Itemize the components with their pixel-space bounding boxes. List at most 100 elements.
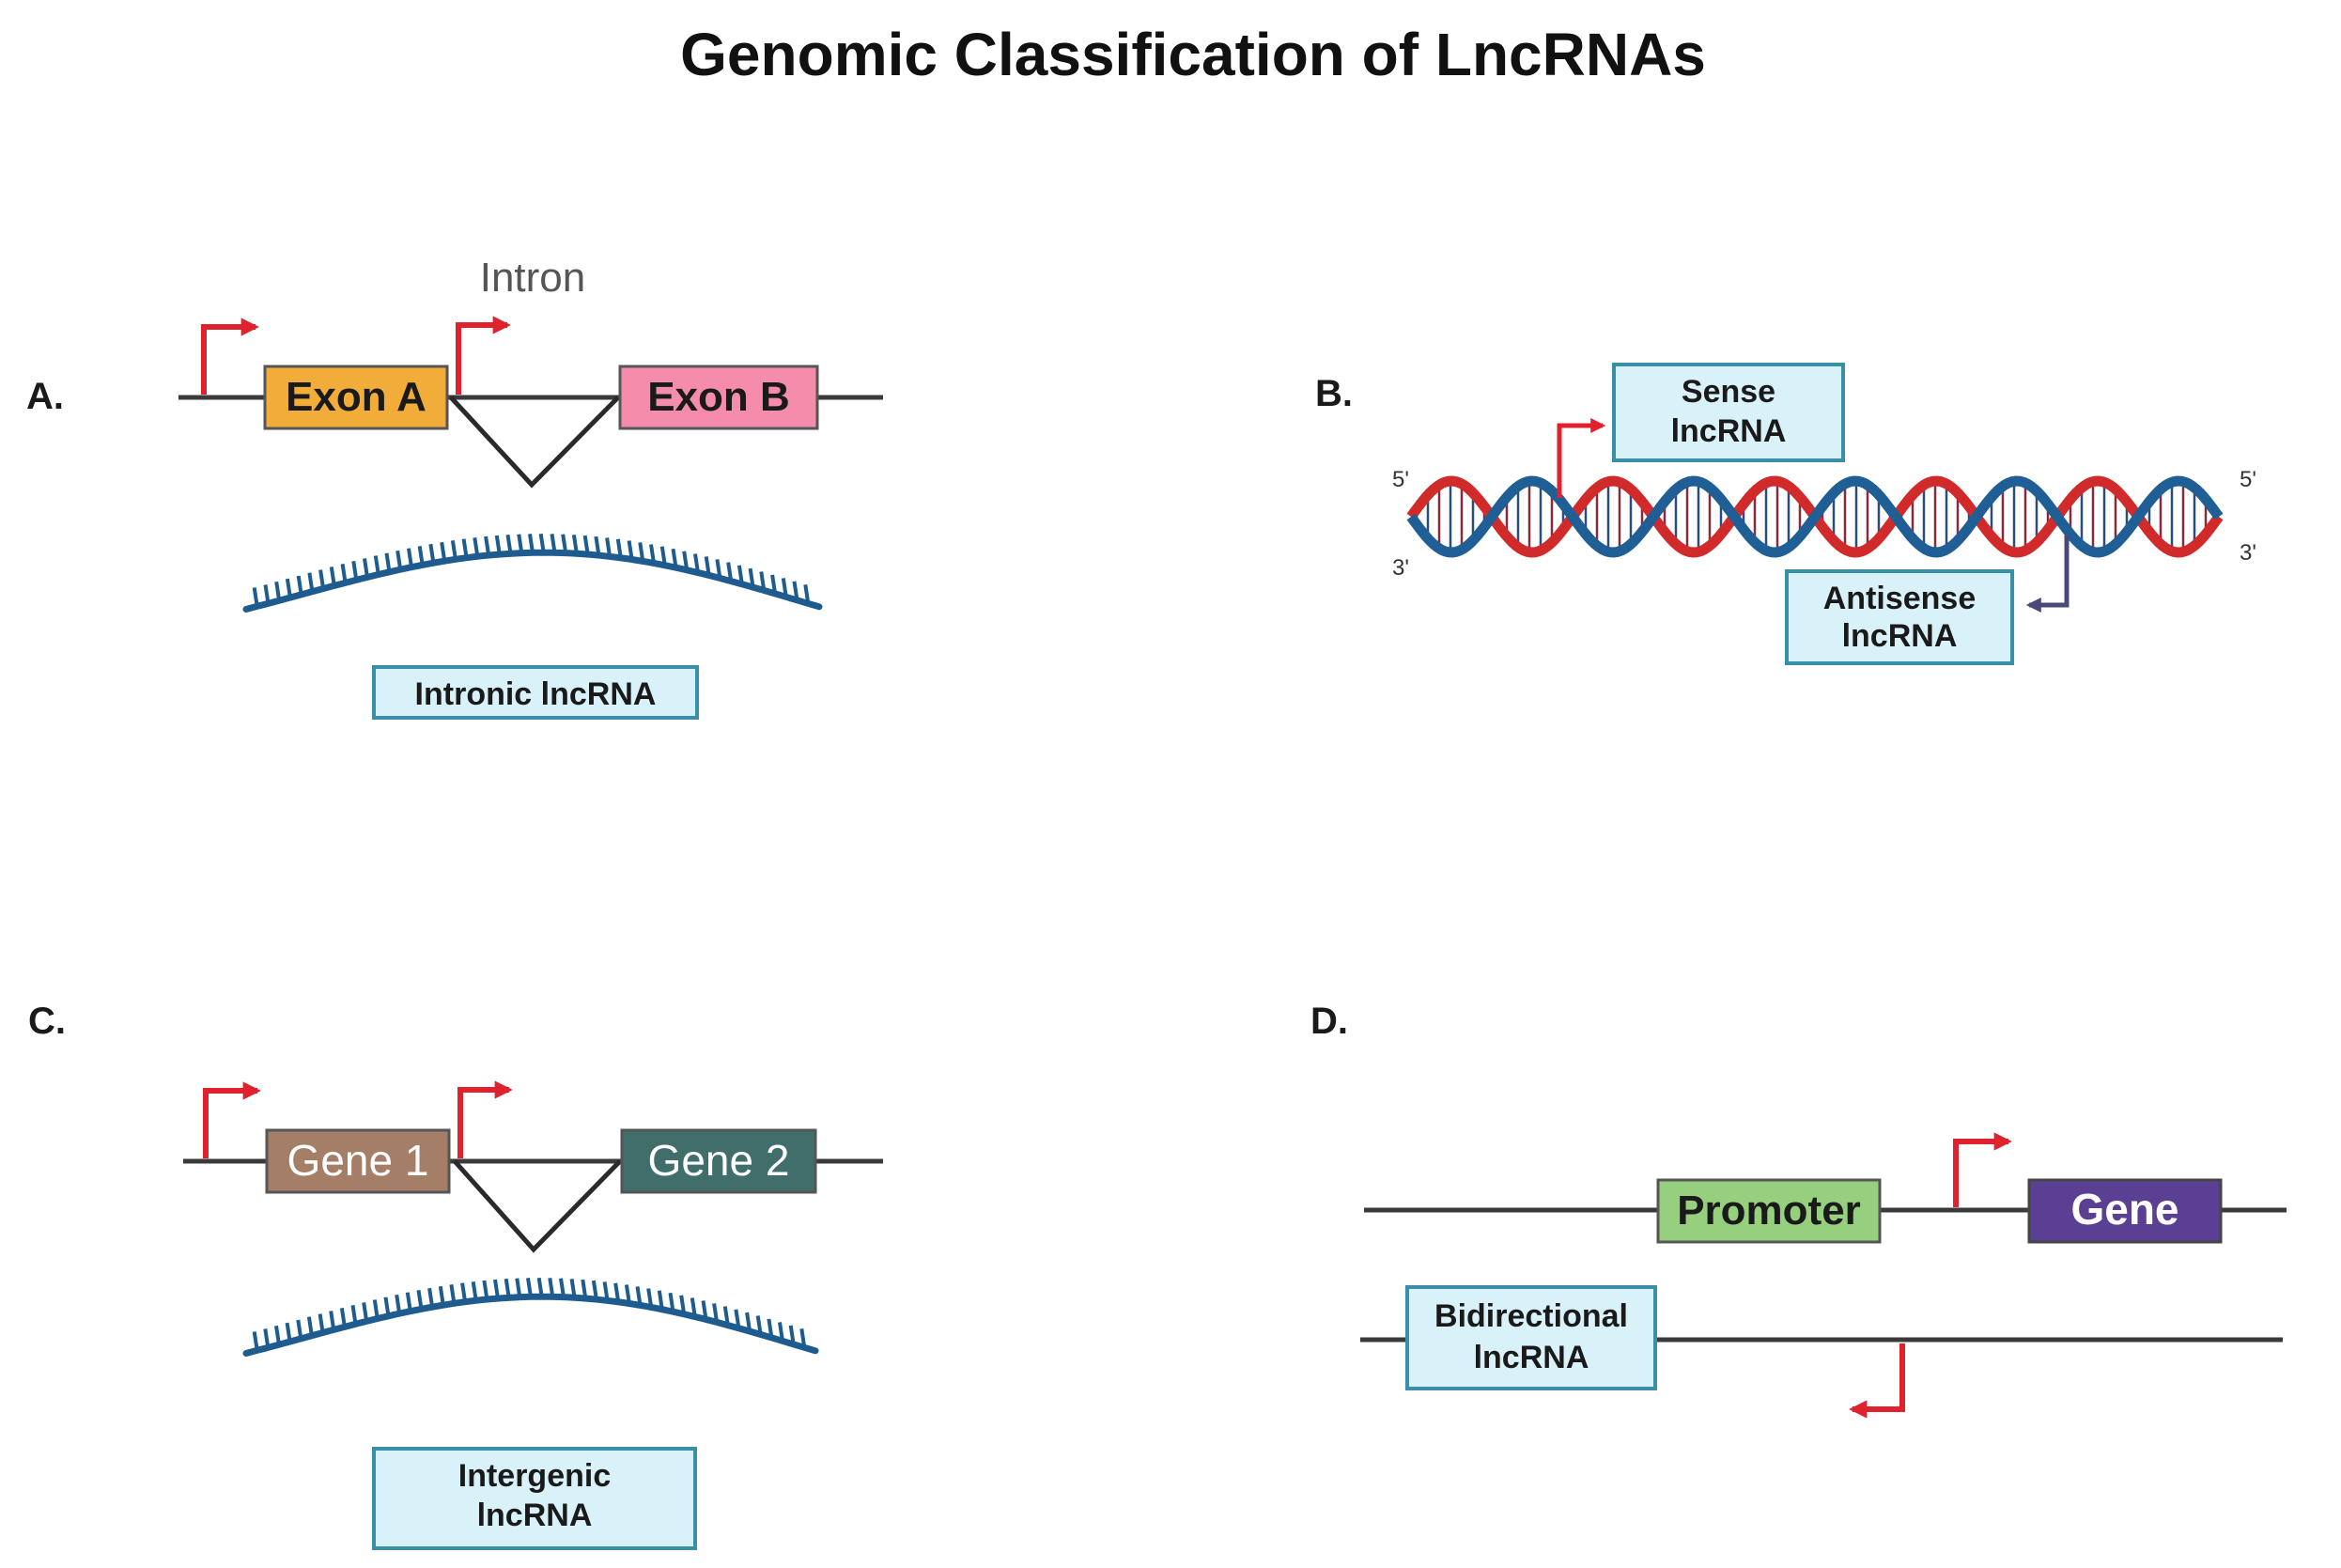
rna-base-tick — [792, 581, 799, 601]
rna-base-tick — [263, 584, 271, 604]
rna-base-tick — [591, 1280, 598, 1300]
rna-base-tick — [318, 1313, 325, 1333]
rna-base-tick — [274, 581, 282, 601]
rna-base-tick — [296, 1319, 303, 1340]
dna-left-5prime: 5' — [1392, 467, 1409, 492]
panel-c-tss-arrow-1 — [203, 1081, 261, 1158]
rna-base-tick — [682, 551, 690, 571]
rna-base-tick — [484, 536, 491, 556]
intergenic-lncrna-box — [372, 1447, 697, 1550]
promoter-box — [1656, 1178, 1882, 1244]
panel-d-letter: D. — [1310, 1001, 1348, 1042]
rna-base-tick — [638, 542, 645, 562]
rna-base-tick — [351, 561, 359, 581]
rna-base-tick — [318, 569, 326, 589]
gene-label: Gene — [2070, 1185, 2178, 1234]
rna-base-tick — [504, 1278, 511, 1298]
rna-base-tick — [759, 571, 767, 591]
gene-tss-arrow — [1953, 1132, 2012, 1207]
panel-d: D. Promoter Gene Bidirectional lncRNA — [1310, 1001, 2287, 1419]
rna-base-tick — [668, 1292, 675, 1312]
rna-base-tick — [363, 558, 369, 578]
rna-base-tick — [405, 1292, 412, 1312]
panel-c-tss-arrow-2 — [457, 1080, 513, 1158]
rna-base-tick — [778, 1322, 784, 1342]
rna-base-tick — [440, 541, 447, 562]
rna-base-tick — [494, 535, 502, 555]
rna-base-tick — [602, 1281, 610, 1301]
rna-base-tick — [538, 533, 546, 553]
intergenic-lncrna-line2: lncRNA — [477, 1498, 593, 1533]
rna-base-tick — [252, 587, 259, 607]
rna-base-tick — [701, 1300, 708, 1320]
rna-base-tick — [715, 559, 722, 579]
exon-b-label: Exon B — [647, 374, 790, 420]
rna-base-tick — [799, 1328, 807, 1348]
rna-base-tick — [624, 1284, 631, 1304]
rna-base-tick — [657, 1290, 664, 1310]
rna-base-tick — [252, 1331, 259, 1351]
rna-base-tick — [373, 555, 380, 575]
rna-base-tick — [395, 550, 403, 570]
rna-base-tick — [285, 1322, 292, 1343]
bidirectional-lncrna-line1: Bidirectional — [1434, 1298, 1628, 1334]
panel-b: B. 5' 3' 5' 3' Sense lncRNA Antisense ln… — [1315, 363, 2256, 665]
intronic-lncrna-box — [372, 665, 699, 720]
rna-base-tick — [350, 1305, 358, 1325]
rna-base-tick — [383, 1296, 391, 1317]
rna-base-tick — [460, 1282, 468, 1302]
panel-c-letter: C. — [28, 1001, 66, 1042]
rna-base-tick — [427, 1287, 435, 1308]
rna-base-tick — [384, 552, 392, 573]
panel-a-letter: A. — [26, 376, 64, 417]
antisense-lncrna-box — [1785, 569, 2014, 665]
rna-base-tick — [461, 538, 469, 558]
gene-1-label: Gene 1 — [287, 1136, 429, 1185]
rna-base-tick — [722, 1306, 730, 1326]
bidirectional-lncrna-box — [1405, 1285, 1657, 1390]
rna-base-tick — [340, 564, 348, 583]
rna-base-tick — [362, 1302, 369, 1322]
antisense-tss-arrow — [2025, 536, 2070, 613]
rna-base-tick — [734, 1309, 741, 1329]
rna-base-tick — [285, 578, 292, 598]
rna-base-tick — [613, 1282, 621, 1303]
rna-base-tick — [671, 548, 678, 568]
rna-base-tick — [449, 1284, 457, 1304]
rna-base-tick — [329, 1311, 336, 1330]
sense-lncrna-box — [1612, 363, 1845, 462]
intron-label: Intron — [480, 255, 586, 301]
intronic-rna-strand — [242, 533, 823, 613]
rna-base-tick — [306, 1316, 314, 1336]
dna-right-5prime: 5' — [2240, 467, 2256, 492]
promoter-label: Promoter — [1677, 1188, 1861, 1234]
rna-base-tick — [438, 1285, 445, 1306]
sense-lncrna-line1: Sense — [1682, 374, 1775, 410]
rna-base-tick — [416, 1290, 424, 1310]
sense-lncrna-line2: lncRNA — [1671, 413, 1787, 449]
panel-a-splice-line — [449, 396, 620, 489]
rna-base-tick — [473, 537, 480, 557]
panel-a: A. Exon A Exon B Intron Intronic lncRNA — [26, 255, 883, 720]
rna-base-tick — [263, 1328, 271, 1348]
rna-base-tick — [395, 1294, 402, 1314]
rna-base-tick — [690, 1297, 697, 1317]
gene-box — [2027, 1178, 2223, 1244]
exon-b-box — [618, 365, 819, 430]
rna-base-tick — [517, 534, 524, 553]
diagram-title: Genomic Classification of LncRNAs — [680, 21, 1706, 88]
rna-base-tick — [659, 546, 667, 566]
antisense-lncrna-line1: Antisense — [1823, 581, 1977, 616]
gene-1-box — [265, 1128, 451, 1194]
rna-base-tick — [726, 562, 734, 582]
rna-base-tick — [372, 1299, 380, 1319]
rna-base-tick — [581, 1279, 588, 1299]
panel-c-splice-line — [453, 1159, 622, 1253]
antisense-lncrna-line2: lncRNA — [1842, 618, 1958, 654]
rna-base-tick — [571, 535, 579, 554]
sense-tss-arrow — [1557, 417, 1606, 498]
intergenic-rna-strand — [242, 1277, 819, 1357]
rna-base-tick — [693, 553, 700, 573]
rna-base-tick — [646, 1288, 654, 1308]
